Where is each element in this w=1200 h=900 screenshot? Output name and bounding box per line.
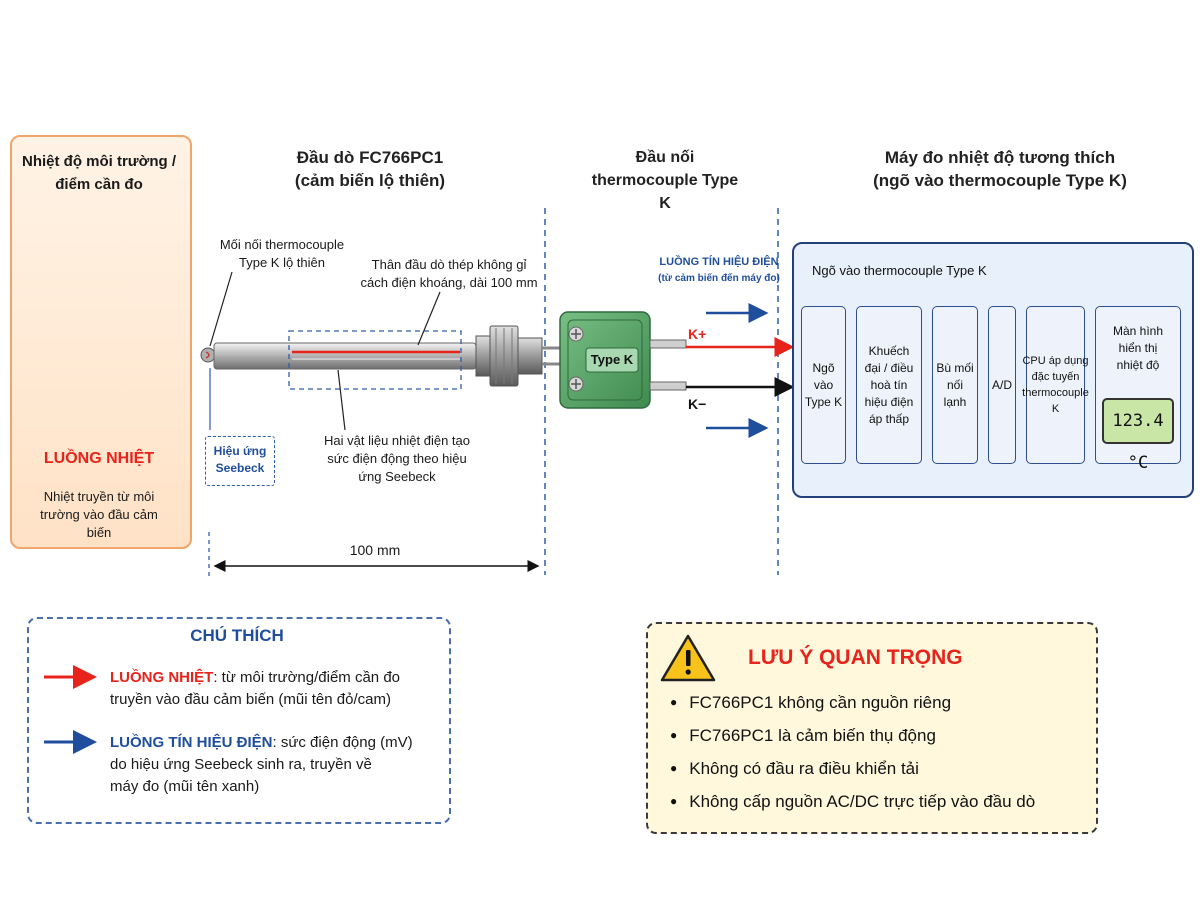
pin-minus xyxy=(649,381,687,391)
junction-leader xyxy=(209,271,233,347)
legend-heat-desc-1: : từ môi trường/điểm cần đo xyxy=(213,669,401,686)
legend-signal-desc-1: : sức điện động (mV) xyxy=(272,734,413,751)
block-ad-label: A/D xyxy=(991,377,1012,392)
block-amplifier-label: Khuếch đại / điều hoà tín hiệu điện áp t… xyxy=(864,343,914,426)
legend-heat-term: LUỒNG NHIỆT xyxy=(110,669,214,686)
seebeck-label: Hiệu ứng Seebeck xyxy=(213,444,267,475)
legend-heat-entry: LUỒNG NHIỆT: từ môi trường/điểm cần đo t… xyxy=(110,667,440,711)
junction-label: Mối nối thermocouple Type K lộ thiên xyxy=(219,237,345,270)
block-cpu-label: CPU áp dụng đặc tuyến thermocouple K xyxy=(1022,355,1089,415)
note-item: FC766PC1 là cảm biến thụ động xyxy=(670,725,936,748)
note-item: Không cấp nguồn AC/DC trực tiếp vào đầu … xyxy=(670,791,1035,814)
k-minus-label: K− xyxy=(688,396,707,412)
legend-title: CHÚ THÍCH xyxy=(190,626,284,645)
junction-tip xyxy=(200,347,216,363)
sheath-leader xyxy=(417,291,441,346)
block-cold-junction-label: Bù mối nối lạnh xyxy=(936,360,974,409)
probe-title: Đầu dò FC766PC1 xyxy=(296,148,444,167)
materials-label: Hai vật liệu nhiệt điện tạo sức điện độn… xyxy=(324,433,470,484)
wires-highlight xyxy=(288,330,462,390)
plug-label: Type K xyxy=(590,352,634,367)
legend-heat-desc-2: truyền vào đầu cảm biến (mũi tên đỏ/cam) xyxy=(110,691,391,708)
note-item: FC766PC1 không cần nguồn riêng xyxy=(670,692,951,715)
probe-assembly xyxy=(200,325,560,390)
meter-box-label: Ngõ vào thermocouple Type K xyxy=(812,263,987,278)
meter-title: Máy đo nhiệt độ tương thích xyxy=(884,148,1116,167)
heat-flow-description: Nhiệt truyền từ môi trường vào đầu cảm b… xyxy=(40,489,158,540)
k-plus-label: K+ xyxy=(688,326,707,342)
legend-signal-desc-3: máy đo (mũi tên xanh) xyxy=(110,778,260,795)
dimension-label: 100 mm xyxy=(349,542,401,558)
probe-subtitle: (cảm biến lộ thiên) xyxy=(294,171,446,190)
signal-flow-label: LUỒNG TÍN HIỆU ĐIỆN xyxy=(659,256,779,268)
signal-flow-sublabel: (từ cảm biến đến máy đo) xyxy=(658,273,780,284)
sheath-label: Thân đầu dò thép không gỉ cách điện khoá… xyxy=(360,257,538,290)
dimension-line xyxy=(208,532,540,578)
legend-box xyxy=(27,617,451,824)
pin-plus xyxy=(649,339,687,349)
block-ad: A/D xyxy=(988,306,1016,464)
notes-list: FC766PC1 không cần nguồn riêng FC766PC1 … xyxy=(646,622,1094,830)
legend-signal-entry: LUỒNG TÍN HIỆU ĐIỆN: sức điện động (mV) … xyxy=(110,732,440,798)
heat-source-box xyxy=(10,135,192,549)
connector-plug xyxy=(559,311,687,409)
temperature-display: 123.4 °C xyxy=(1102,398,1174,473)
heat-source-title: Nhiệt độ môi trường / điểm cần đo xyxy=(21,153,176,193)
block-cold-junction: Bù mối nối lạnh xyxy=(932,306,978,464)
important-notes-title: LƯU Ý QUAN TRỌNG xyxy=(748,646,963,669)
meter-subtitle: (ngõ vào thermocouple Type K) xyxy=(873,171,1127,190)
block-amplifier: Khuếch đại / điều hoà tín hiệu điện áp t… xyxy=(856,306,922,464)
block-type-k-input: Ngõ vào Type K xyxy=(801,306,846,464)
legend-signal-term: LUỒNG TÍN HIỆU ĐIỆN xyxy=(110,734,273,751)
heat-flow-label: LUỒNG NHIỆT xyxy=(43,450,155,467)
note-item: Không có đầu ra điều khiển tải xyxy=(670,758,919,781)
probe-sheath xyxy=(213,342,477,370)
block-type-k-input-label: Ngõ vào Type K xyxy=(804,360,843,409)
block-display-label: Màn hình hiển thị nhiệt độ xyxy=(1112,324,1164,372)
block-cpu: CPU áp dụng đặc tuyến thermocouple K xyxy=(1022,306,1089,464)
legend-signal-desc-2: do hiệu ứng Seebeck sinh ra, truyền về xyxy=(110,756,372,773)
connector-title: Đầu nối thermocouple Type K xyxy=(591,149,739,212)
seebeck-box: Hiệu ứng Seebeck xyxy=(205,436,275,486)
materials-leader xyxy=(337,369,346,431)
